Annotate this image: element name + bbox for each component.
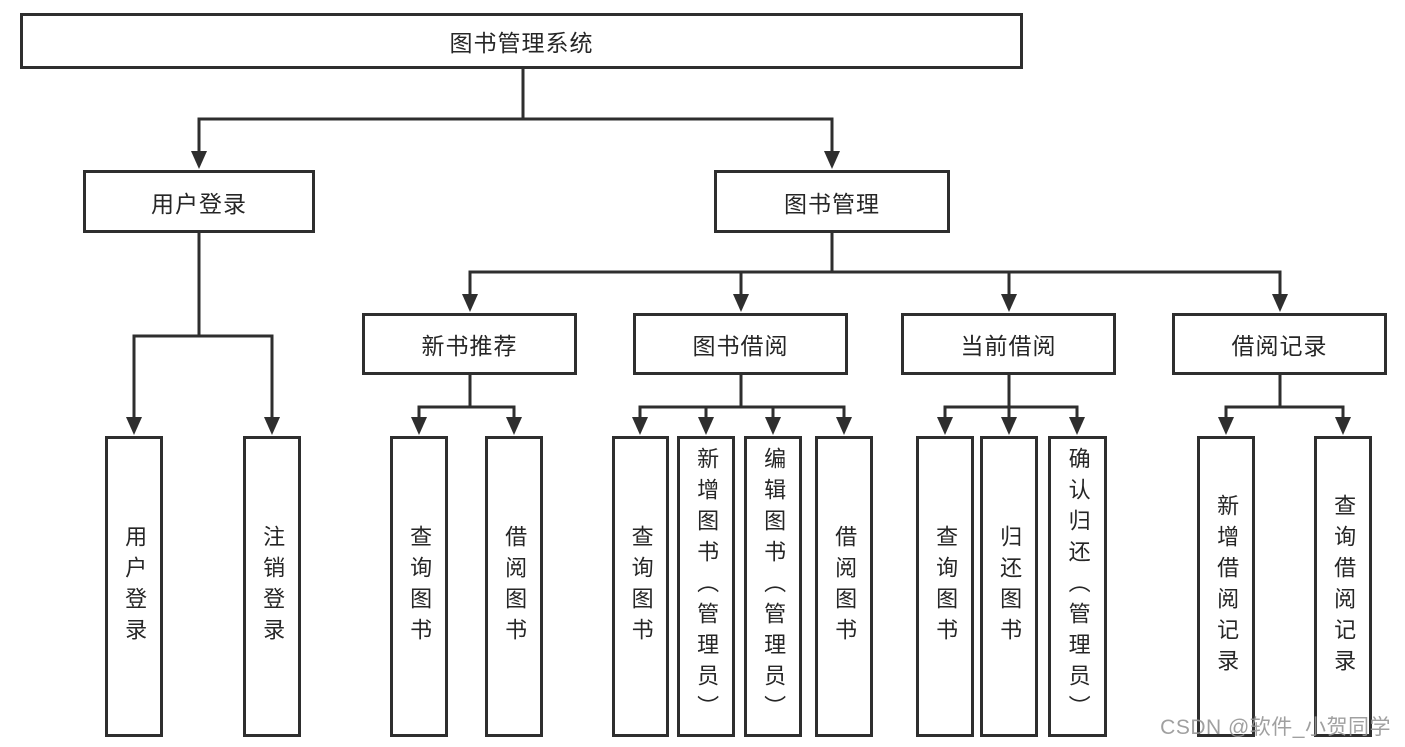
node-label: 图书借阅 bbox=[692, 333, 789, 359]
node-return-books: 归还图书 bbox=[980, 436, 1038, 737]
node-new-book-recommend: 新书推荐 bbox=[362, 313, 577, 375]
node-label: 借阅图书 bbox=[502, 524, 528, 649]
node-label: 借阅图书 bbox=[832, 524, 858, 649]
node-book-management: 图书管理 bbox=[714, 170, 950, 233]
node-label: 编辑图书（管理员） bbox=[761, 447, 787, 726]
node-edit-books-admin: 编辑图书（管理员） bbox=[744, 436, 802, 737]
node-label: 查询图书 bbox=[933, 524, 959, 649]
node-borrow-books-recommend: 借阅图书 bbox=[485, 436, 543, 737]
node-label: 新书推荐 bbox=[421, 333, 518, 359]
node-query-books-recommend: 查询图书 bbox=[390, 436, 448, 737]
node-label: 用户登录 bbox=[151, 190, 247, 217]
node-label: 用户登录 bbox=[122, 524, 148, 649]
node-query-books-borrow: 查询图书 bbox=[612, 436, 669, 737]
node-confirm-return-admin: 确认归还（管理员） bbox=[1048, 436, 1107, 737]
node-label: 新增图书（管理员） bbox=[694, 447, 720, 726]
node-user-login: 用户登录 bbox=[83, 170, 315, 233]
node-label: 查询图书 bbox=[628, 524, 654, 649]
node-label: 新增借阅记录 bbox=[1214, 493, 1240, 680]
node-logout: 注销登录 bbox=[243, 436, 301, 737]
node-label: 归还图书 bbox=[997, 524, 1023, 649]
node-query-books-current: 查询图书 bbox=[916, 436, 974, 737]
node-borrow-books: 借阅图书 bbox=[815, 436, 873, 737]
node-label: 当前借阅 bbox=[960, 333, 1057, 359]
node-label: 查询图书 bbox=[407, 524, 433, 649]
node-library-management-system: 图书管理系统 bbox=[20, 13, 1023, 69]
node-borrow-records: 借阅记录 bbox=[1172, 313, 1387, 375]
node-query-borrow-record: 查询借阅记录 bbox=[1314, 436, 1372, 737]
node-label: 图书管理系统 bbox=[449, 30, 594, 56]
node-book-borrow: 图书借阅 bbox=[633, 313, 848, 375]
node-add-borrow-record: 新增借阅记录 bbox=[1197, 436, 1255, 737]
node-label: 借阅记录 bbox=[1231, 333, 1328, 359]
watermark: CSDN @软件_小贺同学 bbox=[1160, 716, 1391, 739]
node-label: 图书管理 bbox=[784, 190, 880, 217]
node-user-login-action: 用户登录 bbox=[105, 436, 163, 737]
node-label: 确认归还（管理员） bbox=[1065, 447, 1091, 726]
node-current-borrow: 当前借阅 bbox=[901, 313, 1116, 375]
node-label: 查询借阅记录 bbox=[1331, 493, 1357, 680]
node-label: 注销登录 bbox=[260, 524, 286, 649]
node-add-books-admin: 新增图书（管理员） bbox=[677, 436, 735, 737]
